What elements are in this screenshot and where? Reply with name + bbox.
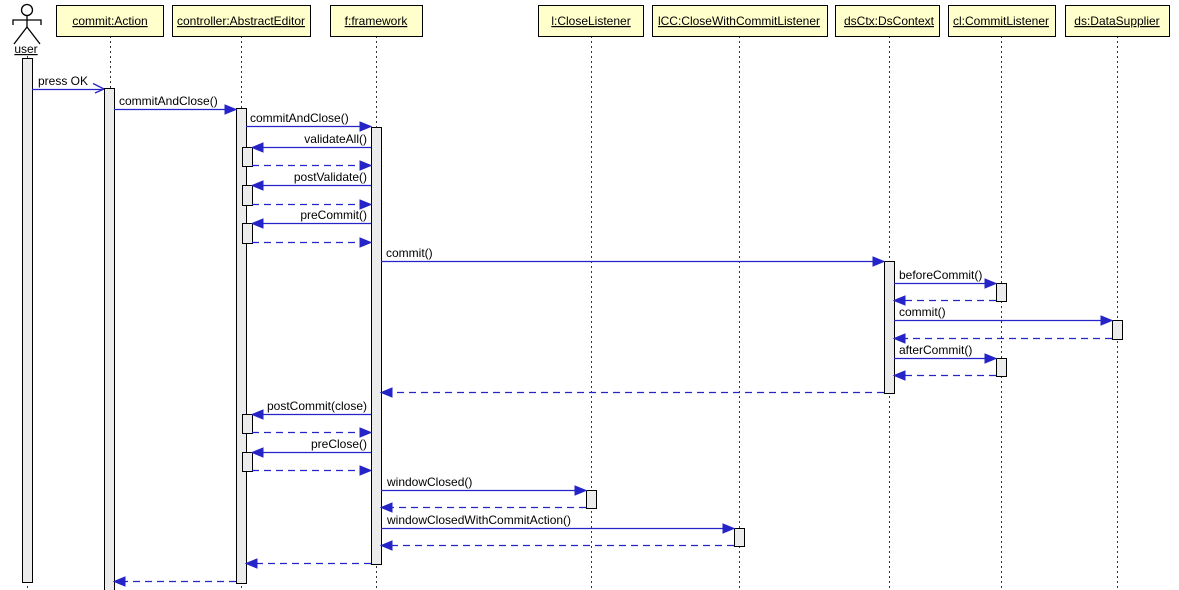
message-label-windowclosedwithcommitaction: windowClosedWithCommitAction() bbox=[386, 513, 571, 527]
message-arrowhead bbox=[359, 427, 373, 438]
message-label-commitandclose: commitAndClose() bbox=[250, 111, 349, 125]
message-label-press-ok: press OK bbox=[38, 74, 88, 88]
message-arrowhead bbox=[250, 409, 264, 420]
message-arrowhead bbox=[872, 256, 886, 267]
activation-bar-framework-main bbox=[371, 127, 382, 565]
message-arrowhead bbox=[112, 576, 126, 587]
message-arrowhead bbox=[892, 333, 906, 344]
message-arrowhead bbox=[574, 485, 588, 496]
activation-bar-controller-pre-close bbox=[242, 452, 253, 472]
message-arrowhead bbox=[224, 104, 238, 115]
message-arrowhead bbox=[250, 180, 264, 191]
message-arrowhead bbox=[379, 387, 393, 398]
message-arrowhead bbox=[722, 523, 736, 534]
message-arrowhead bbox=[359, 237, 373, 248]
message-label-commit: commit() bbox=[899, 305, 946, 319]
lifeline-box-data-supplier bbox=[1065, 5, 1170, 37]
message-arrowhead bbox=[1100, 315, 1114, 326]
message-label-postvalidate: postValidate() bbox=[294, 170, 367, 184]
message-arrowhead bbox=[250, 142, 264, 153]
message-arrowhead-open bbox=[92, 82, 105, 94]
actor-legs bbox=[13, 26, 41, 45]
activation-bar-controller-main bbox=[236, 108, 247, 584]
message-arrowhead bbox=[984, 278, 998, 289]
message-label-commit: commit() bbox=[386, 246, 433, 260]
message-label-precommit: preCommit() bbox=[300, 208, 367, 222]
message-arrowhead bbox=[892, 295, 906, 306]
actor-arms bbox=[12, 19, 42, 25]
activation-bar-l-window-closed bbox=[586, 490, 597, 509]
message-arrowhead bbox=[250, 447, 264, 458]
message-label-aftercommit: afterCommit() bbox=[899, 343, 972, 357]
activation-bar-commit-action bbox=[104, 88, 115, 590]
lifeline-label-controller: controller:AbstractEditor bbox=[177, 14, 305, 28]
message-arrowhead bbox=[359, 199, 373, 210]
lifeline-label-close-with-commit: lCC:CloseWithCommitListener bbox=[658, 14, 820, 28]
lifeline-box-commit-action bbox=[56, 5, 164, 37]
message-label-commitandclose: commitAndClose() bbox=[119, 94, 218, 108]
message-arrowhead bbox=[359, 121, 373, 132]
message-label-windowclosed: windowClosed() bbox=[386, 475, 472, 489]
activation-bar-controller-post-commit bbox=[242, 414, 253, 434]
lifeline-label-framework: f:framework bbox=[345, 14, 409, 28]
activation-bar-controller-post-validate bbox=[242, 185, 253, 206]
message-arrowhead bbox=[379, 502, 393, 513]
lifeline-box-controller bbox=[172, 5, 311, 37]
lifeline-box-commit-listener bbox=[948, 5, 1056, 37]
lifeline-box-ds-context bbox=[835, 5, 940, 37]
message-arrowhead bbox=[359, 160, 373, 171]
message-arrowhead bbox=[892, 370, 906, 381]
activation-bar-controller-validate-all bbox=[242, 147, 253, 167]
message-label-postcommit-close: postCommit(close) bbox=[267, 399, 367, 413]
activation-bar-user bbox=[22, 58, 33, 583]
lifeline-label-commit-action: commit:Action bbox=[72, 14, 147, 28]
activation-bar-cl-before-commit bbox=[996, 283, 1007, 302]
lifeline-label-ds-context: dsCtx:DsContext bbox=[844, 14, 935, 28]
activation-bar-ds-commit bbox=[1112, 320, 1123, 340]
lifeline-label-data-supplier: ds:DataSupplier bbox=[1074, 14, 1159, 28]
actor-name: user bbox=[14, 42, 37, 56]
message-label-beforecommit: beforeCommit() bbox=[899, 268, 982, 282]
lifeline-box-close-listener bbox=[538, 5, 644, 37]
lifeline-box-close-with-commit bbox=[652, 5, 828, 37]
lifeline-box-framework bbox=[330, 5, 423, 37]
message-arrowhead bbox=[379, 540, 393, 551]
activation-bar-lcc-window-closed-wca bbox=[734, 528, 745, 547]
activation-bar-dsctx-commit bbox=[884, 261, 895, 394]
message-label-preclose: preClose() bbox=[311, 437, 367, 451]
message-label-validateall: validateAll() bbox=[304, 132, 367, 146]
actor-icon bbox=[20, 3, 34, 17]
lifeline-label-close-listener: l:CloseListener bbox=[551, 14, 630, 28]
activation-bar-cl-after-commit bbox=[996, 358, 1007, 377]
lifeline-label-commit-listener: cl:CommitListener bbox=[953, 14, 1049, 28]
activation-bar-controller-pre-commit bbox=[242, 223, 253, 244]
message-arrowhead bbox=[984, 353, 998, 364]
message-arrowhead bbox=[359, 465, 373, 476]
message-arrowhead bbox=[244, 558, 258, 569]
message-arrowhead bbox=[250, 218, 264, 229]
